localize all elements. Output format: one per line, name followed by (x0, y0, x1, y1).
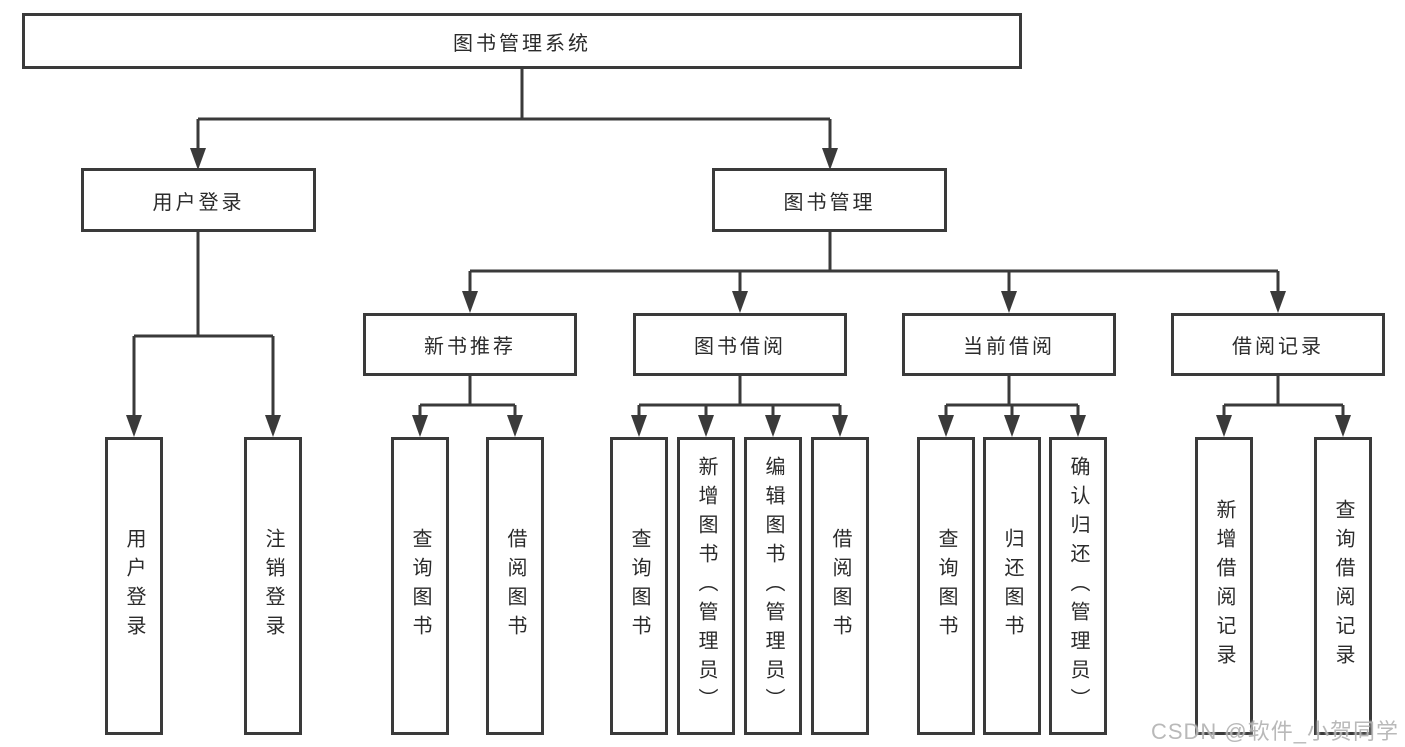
leaf-label: 查询图书 (628, 528, 650, 644)
node-book-management-branch: 图书管理 (712, 168, 947, 232)
leaf-query-books-borrowing: 查询图书 (610, 437, 668, 735)
leaf-label: 编辑图书（管理员） (762, 455, 784, 717)
leaf-label: 新增借阅记录 (1213, 499, 1235, 673)
node-book-borrowing: 图书借阅 (633, 313, 847, 376)
leaf-return-books: 归还图书 (983, 437, 1041, 735)
leaf-confirm-return-admin: 确认归还（管理员） (1049, 437, 1107, 735)
node-label: 新书推荐 (424, 336, 516, 358)
leaf-label: 确认归还（管理员） (1067, 455, 1089, 717)
leaf-label: 查询图书 (409, 528, 431, 644)
leaf-label: 查询借阅记录 (1332, 499, 1354, 673)
leaf-label: 注销登录 (262, 528, 284, 644)
leaf-label: 用户登录 (123, 528, 145, 644)
csdn-watermark: CSDN @软件_小贺同学 (1150, 719, 1399, 744)
leaf-edit-books-admin: 编辑图书（管理员） (744, 437, 802, 735)
node-label: 用户登录 (152, 191, 245, 214)
leaf-add-borrow-record: 新增借阅记录 (1195, 437, 1253, 735)
node-new-book-recommend: 新书推荐 (363, 313, 577, 376)
node-current-borrowing: 当前借阅 (902, 313, 1116, 376)
node-user-login-branch: 用户登录 (81, 168, 316, 232)
leaf-logout: 注销登录 (244, 437, 302, 735)
node-label: 借阅记录 (1232, 336, 1324, 358)
node-label: 当前借阅 (963, 336, 1055, 358)
leaf-label: 借阅图书 (829, 528, 851, 644)
leaf-borrow-books: 借阅图书 (811, 437, 869, 735)
node-label: 图书借阅 (694, 336, 786, 358)
leaf-add-books-admin: 新增图书（管理员） (677, 437, 735, 735)
leaf-borrow-books-recommend: 借阅图书 (486, 437, 544, 735)
node-library-management-system: 图书管理系统 (22, 13, 1022, 69)
leaf-query-books-recommend: 查询图书 (391, 437, 449, 735)
leaf-label: 借阅图书 (504, 528, 526, 644)
leaf-query-books-current: 查询图书 (917, 437, 975, 735)
leaf-user-login: 用户登录 (105, 437, 163, 735)
leaf-label: 归还图书 (1001, 528, 1023, 644)
node-label: 图书管理 (783, 191, 876, 214)
leaf-label: 查询图书 (935, 528, 957, 644)
leaf-label: 新增图书（管理员） (695, 455, 717, 717)
node-borrowing-records: 借阅记录 (1171, 313, 1385, 376)
leaf-query-borrow-record: 查询借阅记录 (1314, 437, 1372, 735)
node-label: 图书管理系统 (453, 32, 591, 55)
